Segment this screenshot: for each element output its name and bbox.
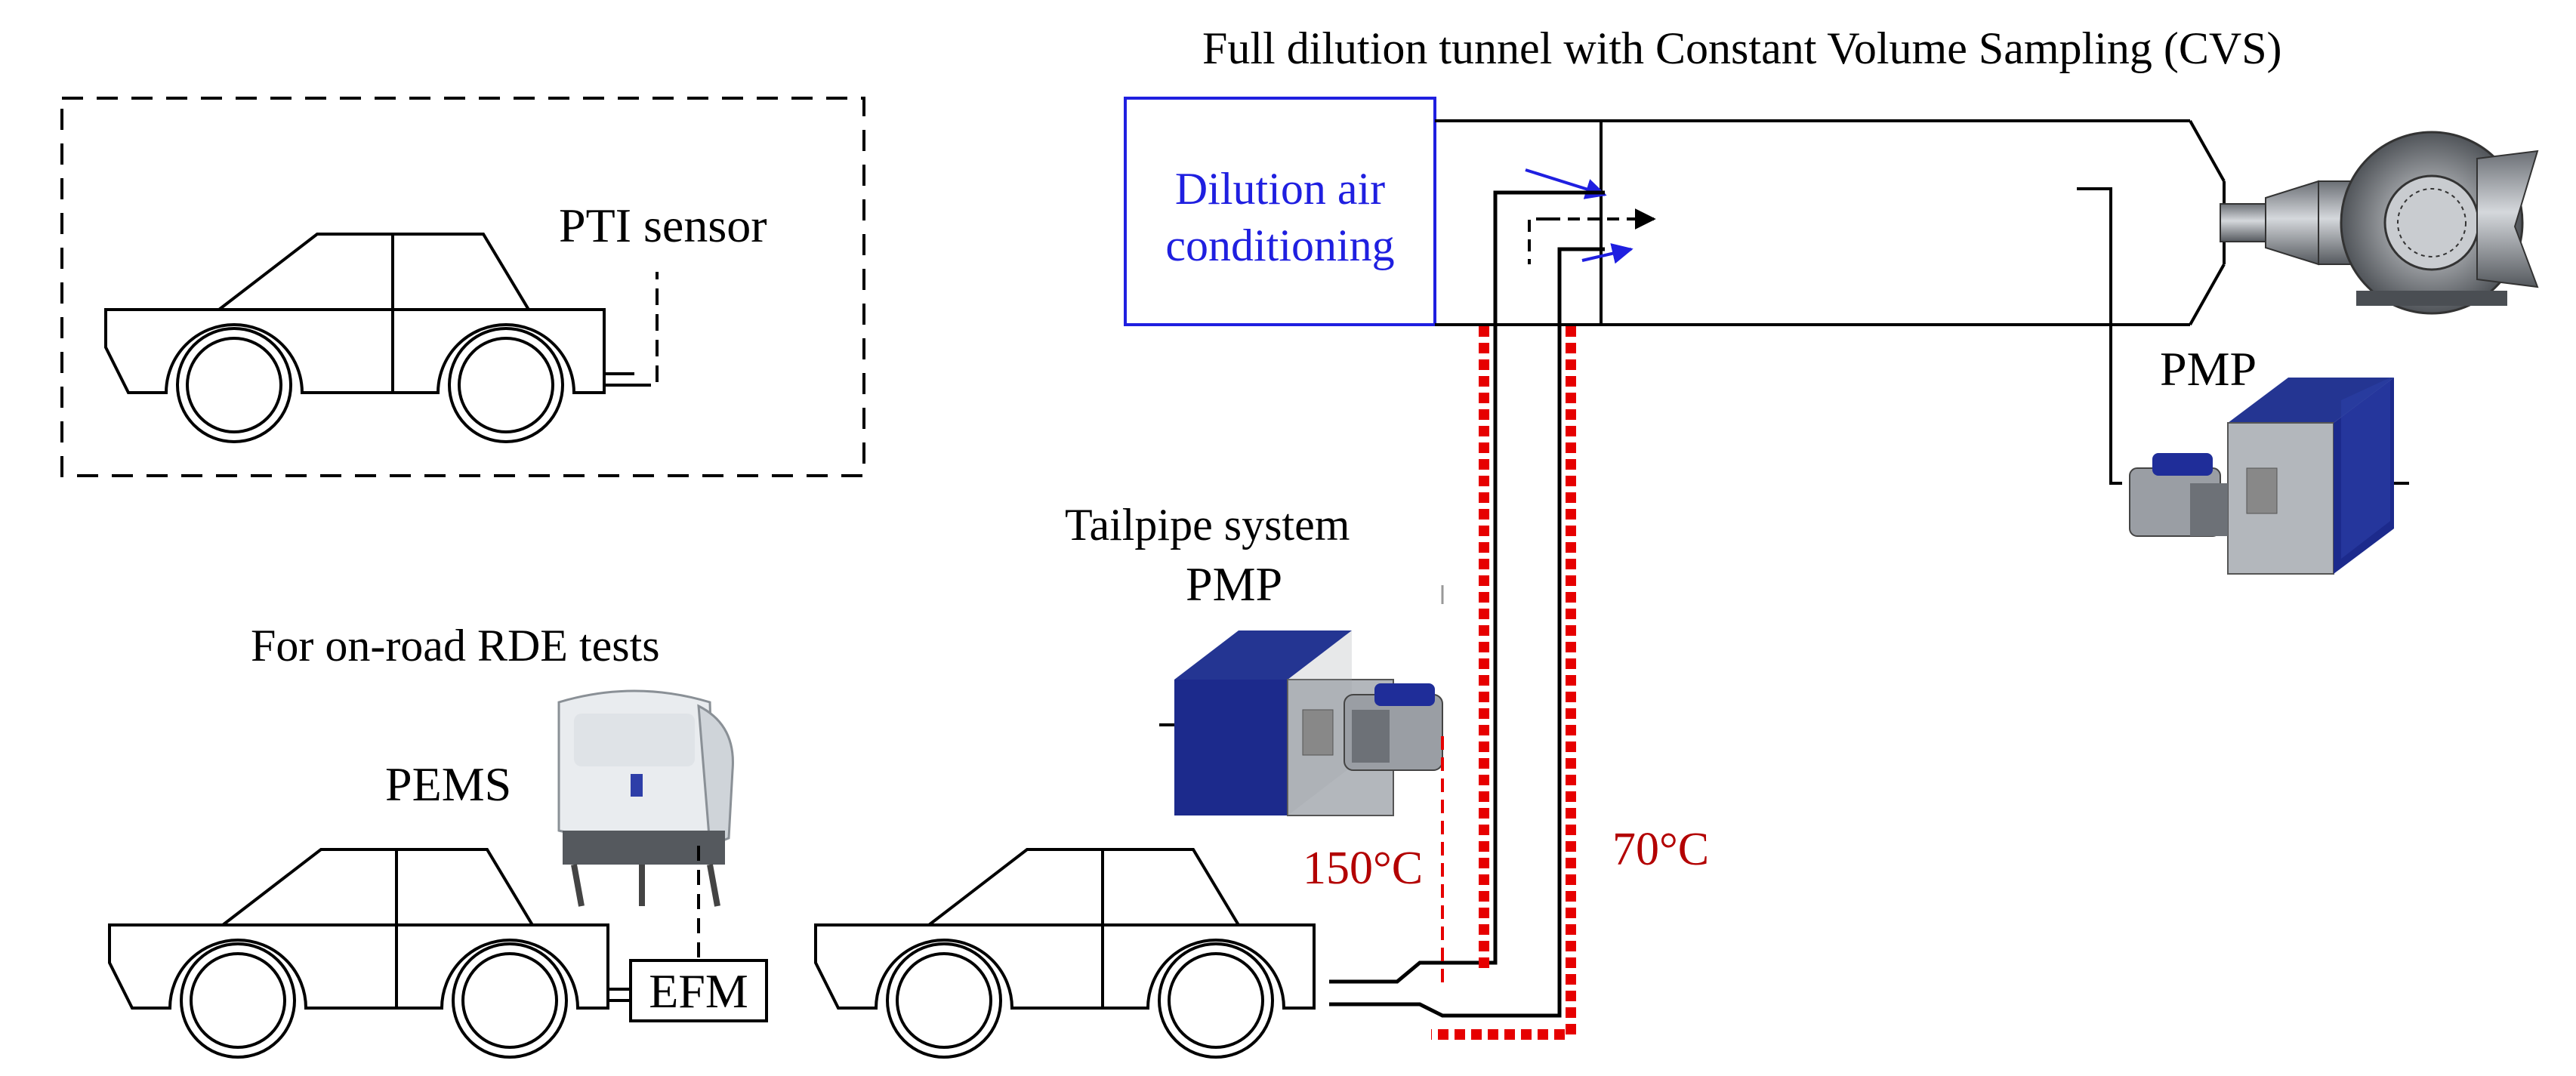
cvs-blower-icon [2220,131,2539,315]
cvs-tunnel [1124,97,2226,485]
car-pems [108,848,631,1059]
cvs-title: Full dilution tunnel with Constant Volum… [1202,23,2282,73]
dilution-air-line1: Dilution air [1175,164,1385,214]
pmp-cvs-instrument [2129,378,2409,575]
pmp-cvs-label: PMP [2160,342,2257,396]
temp-70-label: 70°C [1612,824,1709,875]
pti-sensor-label: PTI sensor [559,199,767,252]
efm-box [629,959,768,1022]
pems-label: PEMS [385,757,511,811]
pmp-tailpipe-label: PMP [1186,557,1282,611]
on-road-label: For on-road RDE tests [251,621,660,671]
transfer-line-tubes [1329,190,1605,1018]
dilution-air-line2: conditioning [1165,220,1394,270]
car-tailpipe [814,848,1316,1059]
pti-test-group: PTI sensor [60,97,865,477]
flow-arrow-blue-lower [1581,243,1634,264]
heated-line-70c [1431,326,1576,1040]
car-pti [104,233,634,443]
dashed-transfer-inner [1528,217,1548,264]
efm-label: EFM [649,964,748,1018]
pti-sensor-lead [634,272,659,387]
dilution-air-box [1124,97,1436,326]
pmp-tailpipe-instrument [1159,630,1443,816]
tailpipe-system-label: Tailpipe system [1065,500,1350,550]
temp-150-label: 150°C [1303,843,1423,894]
pems-device-icon [557,689,734,907]
pti-dashed-frame [60,97,865,477]
